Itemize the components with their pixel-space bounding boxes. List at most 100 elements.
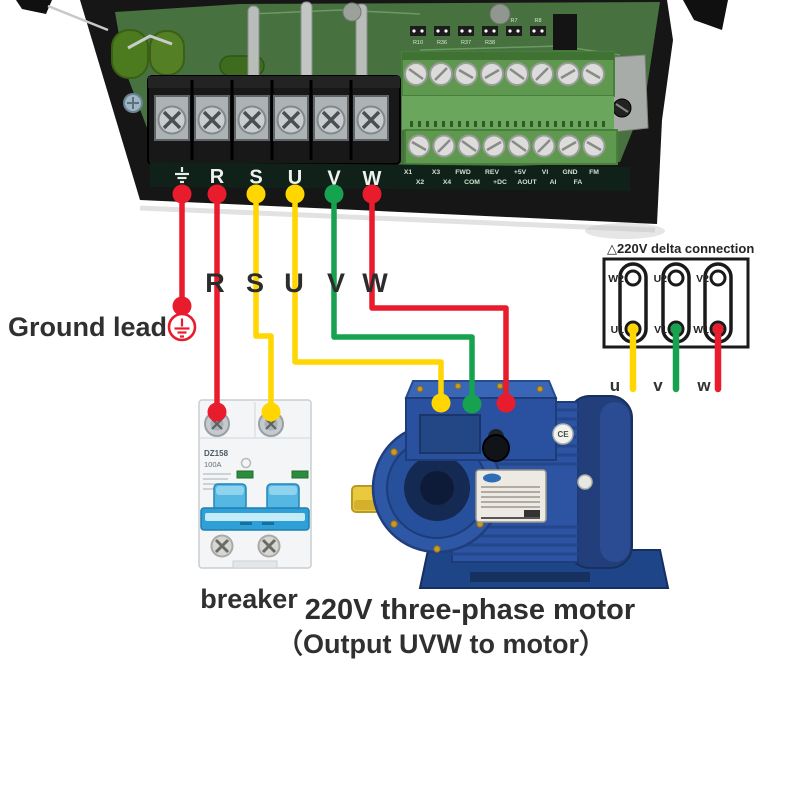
nameplate <box>475 469 547 523</box>
phase-label-r: R <box>205 268 225 298</box>
pcb-ref-label: R7 <box>510 18 517 24</box>
svg-text:AI: AI <box>550 179 557 186</box>
delta-term-u2: U2 <box>654 273 668 285</box>
phase-label-s: S <box>246 268 264 298</box>
svg-text:REV: REV <box>485 169 499 176</box>
svg-text:AOUT: AOUT <box>517 179 537 186</box>
node-motor-w <box>496 393 516 413</box>
ground-symbol-icon <box>167 312 197 342</box>
terminal-box-lid <box>404 380 558 399</box>
terminal-label-strip: R S U V W X1 X3 FWD REV +5V VI GND FM X2… <box>150 162 630 191</box>
ground-lead-label: Ground lead <box>8 312 167 342</box>
node-w-top <box>362 184 382 204</box>
wire-nodes <box>172 184 516 422</box>
svg-text:X1: X1 <box>404 169 413 176</box>
breaker-indicator-right <box>291 470 309 479</box>
motor: CE <box>351 380 670 589</box>
wire-s <box>253 193 274 413</box>
phase-label-v: V <box>327 268 345 298</box>
case-tab-left <box>16 0 52 14</box>
lid-bolts <box>416 382 544 393</box>
delta-term-v2: V2 <box>696 273 709 285</box>
control-screws-row1 <box>404 62 605 86</box>
relay-component <box>553 14 577 50</box>
ce-badge <box>552 423 574 445</box>
pcb-ref-label: R36 <box>437 40 447 46</box>
power-screws <box>154 80 389 160</box>
control-labels-row1: X1 X3 FWD REV +5V VI GND FM <box>404 169 599 176</box>
svg-text:X2: X2 <box>416 179 425 186</box>
motor-caption-line2: （Output UVW to motor） <box>276 629 606 659</box>
breaker-rating: 100A <box>204 460 222 469</box>
resistor-row: R10 R36 R37 R38 R7 R8 <box>410 18 546 46</box>
breaker-model: DZ158 <box>204 449 229 458</box>
node-s-top <box>246 184 266 204</box>
delta-wires <box>629 327 722 393</box>
svg-text:COM: COM <box>464 179 480 186</box>
delta-connection-diagram: △220V delta connection W2 U2 V2 U1 V1 W1… <box>602 241 754 395</box>
terminal-label-w: W <box>363 168 382 190</box>
sticker-badge <box>577 474 593 490</box>
delta-term-u1: U1 <box>611 324 625 336</box>
node-breaker-right <box>261 402 281 422</box>
pcb-ref-label: R8 <box>534 18 541 24</box>
svg-text:FA: FA <box>574 179 583 186</box>
delta-wire-label-v: v <box>653 376 663 395</box>
power-terminal-block <box>147 75 401 165</box>
ground-lead: Ground lead <box>8 312 197 342</box>
delta-term-v1: V1 <box>654 324 667 336</box>
delta-wire-label-u: u <box>610 376 620 395</box>
ce-badge-text: CE <box>557 430 569 439</box>
terminal-label-u: U <box>288 167 302 189</box>
case-shadow-line <box>139 205 656 233</box>
svg-text:FWD: FWD <box>455 169 471 176</box>
node-u-top <box>285 184 305 204</box>
svg-text:X4: X4 <box>443 179 452 186</box>
pcb-ref-label: R10 <box>413 40 423 46</box>
breaker-indicator-left <box>236 470 254 479</box>
svg-text:X3: X3 <box>432 169 441 176</box>
vfd-unit: R10 R36 R37 R38 R7 R8 <box>16 0 728 239</box>
metal-jumpers <box>247 1 511 89</box>
cable-gland <box>482 434 510 462</box>
case-edge-highlight <box>47 4 109 32</box>
phase-labels: R S U V W <box>205 268 388 298</box>
wires <box>179 193 509 413</box>
terminal-label-r: R <box>210 166 225 188</box>
node-r-top <box>207 184 227 204</box>
phase-label-w: W <box>362 268 388 298</box>
motor-caption-line1: 220V three-phase motor <box>305 594 635 626</box>
phase-label-u: U <box>284 268 304 298</box>
pcb-ref-label: R37 <box>461 40 471 46</box>
breaker: DZ158 100A <box>198 399 312 569</box>
node-breaker-left <box>207 402 227 422</box>
delta-term-w2: W2 <box>608 273 624 285</box>
node-motor-u <box>431 393 451 413</box>
wire-v <box>331 193 475 404</box>
component-lead <box>127 34 173 50</box>
node-v-top <box>324 184 344 204</box>
inductor-component <box>111 29 149 79</box>
node-ground-end <box>172 296 192 316</box>
svg-text:+DC: +DC <box>493 179 507 186</box>
svg-text:FM: FM <box>589 169 599 176</box>
node-ground-top <box>172 184 192 204</box>
delta-wire-label-w: w <box>696 376 711 395</box>
terminal-label-s: S <box>249 167 262 189</box>
case-tab-right <box>683 0 728 30</box>
terminal-label-v: V <box>327 168 341 190</box>
svg-text:GND: GND <box>562 169 577 176</box>
delta-term-w1: W1 <box>693 324 709 336</box>
delta-title: △220V delta connection <box>607 241 754 256</box>
cert-mark <box>240 457 252 469</box>
ground-terminal-symbol <box>175 167 189 184</box>
svg-text:+5V: +5V <box>514 169 527 176</box>
din-notch <box>232 560 278 569</box>
delta-node-w1 <box>712 323 724 335</box>
wire-w <box>369 193 509 403</box>
control-screws-row2 <box>407 134 606 158</box>
control-terminal-blocks <box>401 51 618 165</box>
delta-node-v1 <box>670 323 682 335</box>
svg-text:VI: VI <box>542 169 549 176</box>
